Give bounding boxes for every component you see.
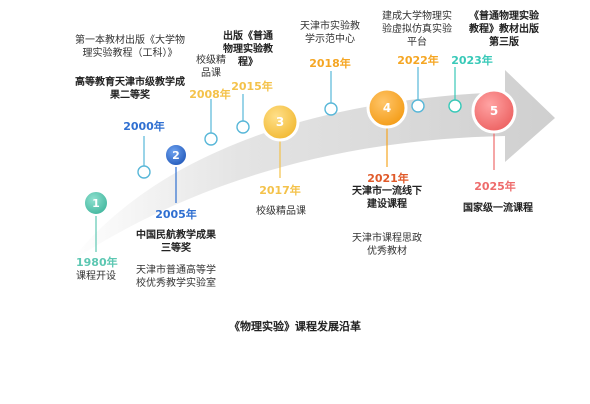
node-2015: [236, 120, 250, 134]
text-2008-1: 校级精: [196, 55, 226, 66]
text-2025: 国家级一流课程: [463, 203, 533, 214]
node-2025: [471, 88, 517, 134]
year-1980: 1980年: [76, 256, 118, 269]
year-2000: 2000年: [123, 120, 165, 133]
text-2000-4: 果二等奖: [110, 90, 150, 101]
text-2000-3: 高等教育天津市级教学成: [75, 77, 185, 88]
node-3-label: 3: [276, 115, 284, 129]
arrow-band: [70, 70, 555, 262]
text-2018-1: 天津市实验教: [300, 21, 360, 32]
text-2018-2: 学示范中心: [305, 34, 355, 45]
text-2005-4: 校优秀教学实验室: [136, 278, 216, 289]
text-2015-2: 物理实验教: [223, 44, 273, 55]
node-2008: [204, 132, 218, 146]
year-2005: 2005年: [155, 208, 197, 221]
text-2023-2: 教程》教材出版: [469, 24, 539, 35]
node-4-label: 4: [383, 101, 391, 115]
year-2015: 2015年: [231, 80, 273, 93]
text-2000-1: 第一本教材出版《大学物: [75, 35, 185, 46]
year-2021: 2021年: [367, 172, 409, 185]
year-2017: 2017年: [259, 184, 301, 197]
text-2021-2: 建设课程: [367, 199, 407, 210]
node-1980: [83, 190, 109, 216]
node-2017: [260, 102, 300, 142]
text-2023-3: 第三版: [489, 37, 519, 48]
node-2023: [448, 99, 462, 113]
node-2000: [137, 165, 151, 179]
text-2015-3: 程》: [238, 57, 258, 68]
year-2023: 2023年: [451, 54, 493, 67]
text-2022-3: 平台: [407, 37, 427, 48]
node-5-label: 5: [490, 104, 498, 118]
text-2005-3: 天津市普通高等学: [136, 265, 216, 276]
node-2005: [164, 143, 188, 167]
text-2022-2: 验虚拟仿真实验: [382, 24, 452, 35]
text-2008-2: 品课: [201, 68, 221, 79]
text-2005-2: 三等奖: [161, 243, 191, 254]
year-2018: 2018年: [309, 57, 351, 70]
node-2018: [324, 102, 338, 116]
diagram-caption: 《物理实验》课程发展沿革: [229, 320, 361, 333]
node-1-label: 1: [92, 197, 100, 210]
text-1980: 课程开设: [76, 271, 116, 282]
text-2015-1: 出版《普通: [223, 31, 273, 42]
node-2022: [411, 99, 425, 113]
text-2017: 校级精品课: [256, 206, 306, 217]
text-2021-1: 天津市一流线下: [352, 186, 422, 197]
text-2022-1: 建成大学物理实: [382, 11, 452, 22]
year-2025: 2025年: [474, 180, 516, 193]
year-2022: 2022年: [397, 54, 439, 67]
node-2-label: 2: [172, 149, 180, 162]
text-2021-4: 优秀教材: [367, 246, 407, 257]
year-2008: 2008年: [189, 88, 231, 101]
text-2021-3: 天津市课程思政: [352, 233, 422, 244]
text-2023-1: 《普通物理实验: [469, 11, 539, 22]
node-2021: [366, 87, 408, 129]
text-2000-2: 理实验教程（工科）》: [82, 48, 178, 59]
text-2005-1: 中国民航教学成果: [136, 230, 216, 241]
